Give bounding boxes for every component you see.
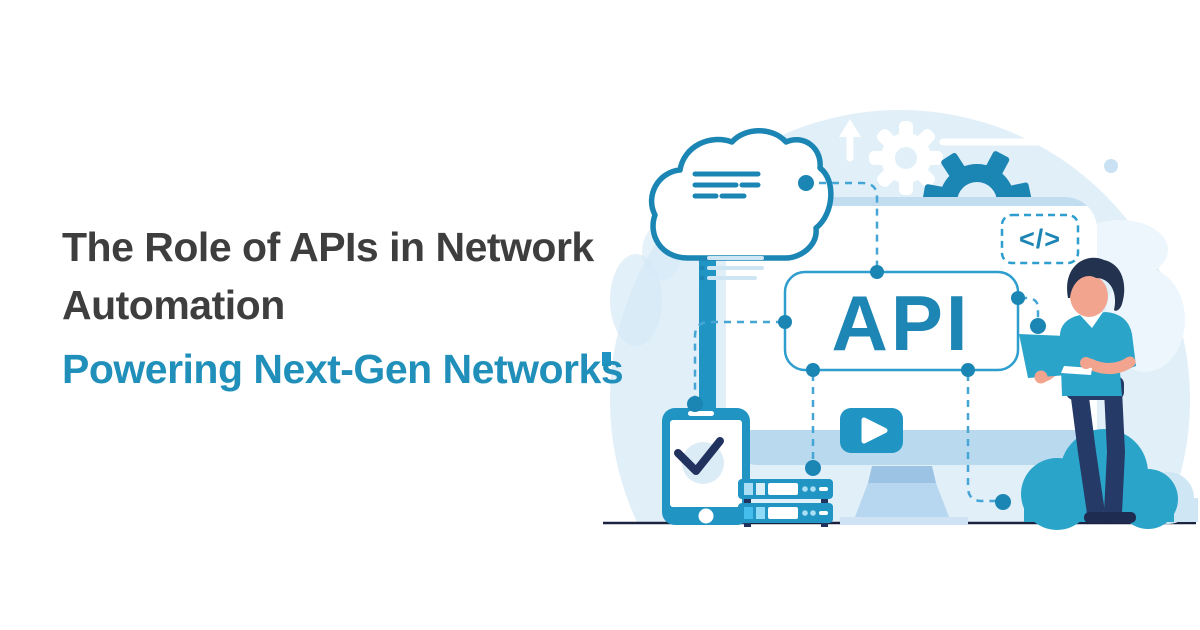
face	[1070, 275, 1108, 317]
code-icon-label: </>	[1019, 224, 1061, 254]
api-label: API	[831, 279, 970, 367]
torso	[1059, 312, 1136, 396]
hand	[1080, 357, 1092, 369]
cloud-icon	[648, 128, 834, 261]
headline-line2: Automation	[62, 282, 285, 328]
headline-line1: The Role of APIs in Network	[62, 224, 594, 270]
code-icon: </>	[1000, 213, 1080, 265]
gear-icon	[869, 121, 943, 195]
arm	[1084, 356, 1136, 374]
check-icon	[674, 437, 724, 475]
bullet-list-decoration	[699, 255, 764, 281]
shoe	[1084, 512, 1112, 523]
api-node-dots	[778, 265, 1025, 377]
shoe	[1106, 512, 1136, 523]
subheadline: Powering Next-Gen Networks	[62, 346, 624, 392]
up-arrow-icon	[839, 119, 861, 162]
hand	[1034, 370, 1048, 384]
hair	[1067, 257, 1125, 311]
smartphone-check-icon	[662, 408, 750, 525]
cloud-pole	[699, 248, 716, 410]
monitor-stand	[840, 466, 968, 525]
person-with-laptop	[1019, 257, 1136, 523]
api-box: API	[783, 270, 1020, 372]
play-button-icon	[840, 408, 903, 453]
dashed-connectors	[693, 181, 1040, 503]
small-square-decoration	[602, 352, 611, 366]
server-rack-icon	[738, 479, 833, 527]
connector-dots	[687, 175, 1046, 510]
